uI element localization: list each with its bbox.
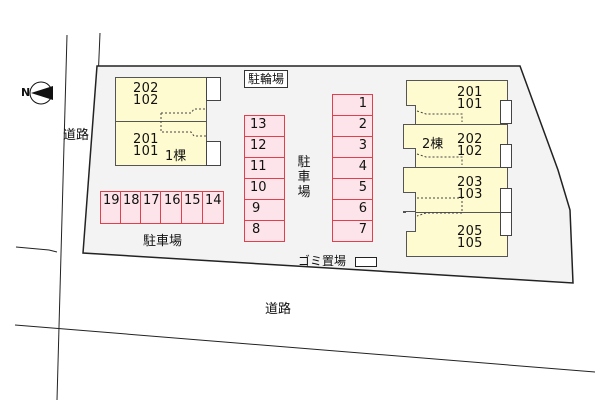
balcony [500,188,512,213]
stair-dashed-outline [160,108,207,137]
parking-space: 6 [332,199,373,221]
west-road-line [56,34,68,400]
compass-n-label: N [21,86,31,99]
parking-space: 16 [160,191,182,224]
parking-space: 12 [244,136,285,158]
parking-space: 5 [332,178,373,200]
balcony [500,212,512,236]
west-road-corner [15,246,58,253]
parking-space: 15 [181,191,203,224]
parking-label-vertical: 駐 車 場 [297,155,311,200]
parking-space: 4 [332,157,373,179]
parking-space: 11 [244,157,285,179]
balcony [206,77,221,101]
building-2-unit [403,167,508,213]
parking-space: 3 [332,136,373,158]
building-2-unit [406,212,508,257]
parking-space: 10 [244,178,285,200]
parking-space: 1 [332,94,373,116]
parking-space: 17 [140,191,161,224]
notch [403,148,416,167]
balcony [206,141,221,166]
parking-space: 13 [244,115,285,137]
notch [406,105,416,124]
parking-label: 駐車場 [143,234,183,249]
parking-space: 14 [202,191,224,224]
parking-space: 2 [332,115,373,137]
south-road-line [14,324,596,373]
garbage-area-label: ゴミ置場 [298,254,347,268]
south-road-label: 道路 [265,302,292,317]
parking-space: 19 [100,191,121,224]
north-arrow-icon [29,81,53,105]
balcony [500,100,512,124]
balcony [500,144,512,168]
west-road-label: 道路 [63,128,90,143]
garbage-area-box [355,257,377,267]
bicycle-parking-label: 駐輪場 [244,70,289,88]
stair-dashed-outlines [416,110,463,217]
notch [403,192,416,212]
building-2-name: 2棟 [422,137,444,152]
parking-space: 7 [332,220,373,242]
parking-space: 18 [120,191,141,224]
parking-space: 9 [244,199,285,221]
building-1-name: 1棵 [165,149,187,164]
parking-space: 8 [244,220,285,242]
notch [406,212,416,232]
